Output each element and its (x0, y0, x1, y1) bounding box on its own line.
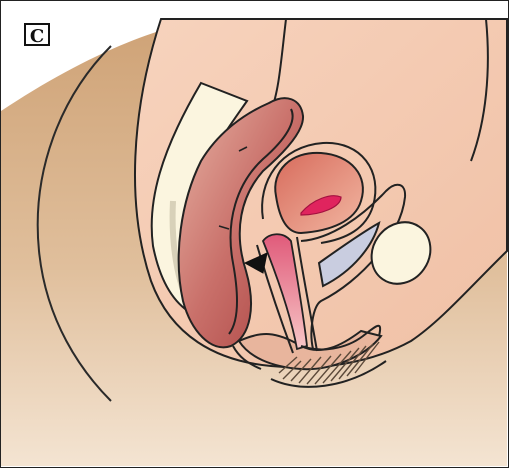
panel-label: C (24, 23, 50, 46)
